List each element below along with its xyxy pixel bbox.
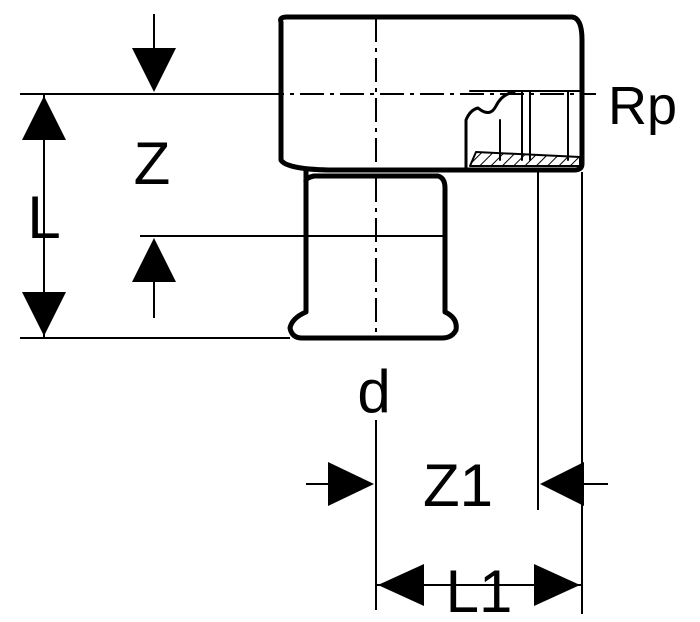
fitting-body [278, 14, 585, 341]
cutaway-break [464, 90, 516, 172]
label-rp: Rp [608, 76, 677, 136]
z1-arrowhead-right [328, 462, 374, 506]
arrowheads [22, 48, 584, 606]
z-arrowhead-down [132, 48, 176, 92]
label-l1: L1 [446, 558, 513, 622]
press-socket [287, 167, 459, 341]
l1-arrowhead-right [534, 564, 580, 606]
l1-arrowhead-left [378, 564, 424, 606]
l-arrowhead-up [22, 96, 66, 140]
thread-hatch [469, 151, 581, 167]
label-d: d [357, 358, 390, 425]
l-arrowhead-down [22, 292, 66, 336]
label-z1: Z1 [423, 452, 493, 519]
dimension-lines [20, 14, 608, 614]
label-l: L [27, 184, 60, 251]
z-arrowhead-up [132, 238, 176, 282]
z1-arrowhead-left [540, 462, 584, 506]
label-z: Z [134, 130, 171, 197]
